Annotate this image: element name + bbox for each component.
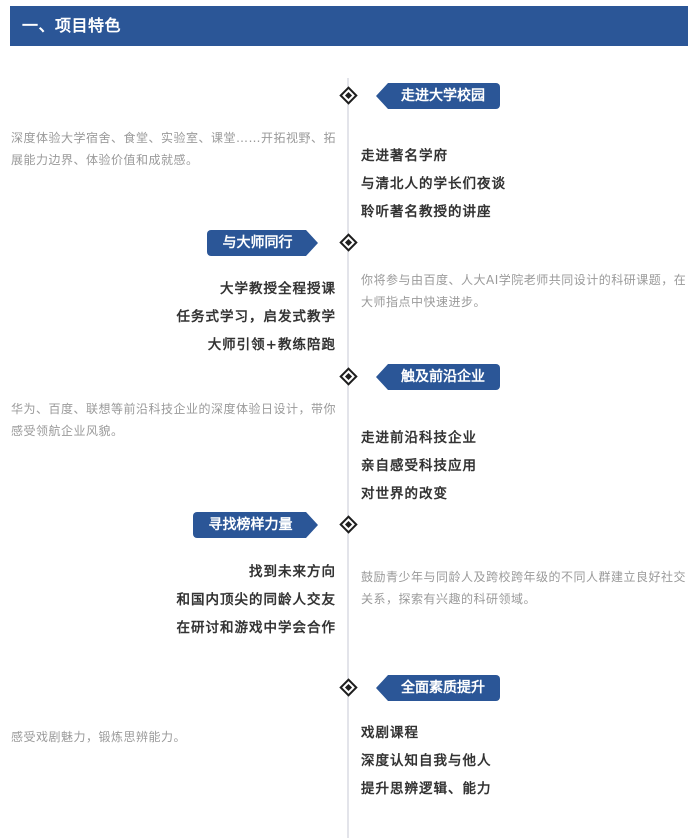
- feature-point: 提升思辨逻辑、能力: [361, 781, 492, 797]
- feature-point: 任务式学习，启发式教学: [176, 309, 336, 325]
- timeline-diamond-icon: [339, 86, 358, 105]
- section-header: 一、项目特色: [10, 6, 688, 46]
- feature-description: 感受戏剧魅力，锻炼思辨能力。: [11, 730, 187, 744]
- feature-points: 大学教授全程授课 任务式学习，启发式教学 大师引领+教练陪跑: [100, 275, 336, 359]
- feature-tag-label: 寻找榜样力量: [208, 517, 293, 533]
- timeline-diamond-icon: [339, 678, 358, 697]
- feature-point: 对世界的改变: [361, 486, 448, 502]
- feature-description: 你将参与由百度、人大AI学院老师共同设计的科研课题，在大师指点中快速进步。: [361, 273, 687, 309]
- feature-description: 鼓励青少年与同龄人及跨校跨年级的不同人群建立良好社交关系，探索有兴趣的科研领域。: [361, 570, 687, 606]
- feature-tag-label: 触及前沿企业: [401, 369, 485, 385]
- feature-points: 走进著名学府 与清北人的学长们夜谈 聆听著名教授的讲座: [361, 142, 506, 226]
- feature-point: 找到未来方向: [249, 564, 336, 580]
- timeline-diamond-icon: [339, 233, 358, 252]
- feature-tag-label: 全面素质提升: [401, 680, 485, 696]
- feature-point: 聆听著名教授的讲座: [361, 204, 492, 220]
- feature-point: 戏剧课程: [361, 725, 419, 741]
- feature-point: 大师引领+教练陪跑: [207, 337, 336, 353]
- feature-point: 走进著名学府: [361, 148, 448, 164]
- timeline-diamond-icon: [339, 367, 358, 386]
- feature-tag-campus: 走进大学校园: [376, 83, 500, 109]
- feature-tag-enterprise: 触及前沿企业: [376, 364, 500, 390]
- feature-point: 走进前沿科技企业: [361, 430, 477, 446]
- timeline-line: [347, 78, 349, 838]
- feature-points: 走进前沿科技企业 亲自感受科技应用 对世界的改变: [361, 424, 477, 508]
- feature-tag-role-models: 寻找榜样力量: [193, 512, 318, 538]
- feature-point: 在研讨和游戏中学会合作: [176, 620, 336, 636]
- feature-points: 找到未来方向 和国内顶尖的同龄人交友 在研讨和游戏中学会合作: [100, 558, 336, 642]
- timeline-diamond-icon: [339, 515, 358, 534]
- feature-point: 大学教授全程授课: [220, 281, 336, 297]
- feature-point: 与清北人的学长们夜谈: [361, 176, 506, 192]
- feature-point: 深度认知自我与他人: [361, 753, 492, 769]
- feature-point: 和国内顶尖的同龄人交友: [176, 592, 336, 608]
- feature-points: 戏剧课程 深度认知自我与他人 提升思辨逻辑、能力: [361, 719, 492, 803]
- feature-tag-quality: 全面素质提升: [376, 675, 500, 701]
- feature-tag-masters: 与大师同行: [207, 230, 318, 256]
- feature-description: 深度体验大学宿舍、食堂、实验室、课堂……开拓视野、拓展能力边界、体验价值和成就感…: [11, 131, 337, 167]
- feature-tag-label: 与大师同行: [222, 235, 293, 251]
- feature-description: 华为、百度、联想等前沿科技企业的深度体验日设计，带你感受领航企业风貌。: [11, 402, 337, 438]
- feature-point: 亲自感受科技应用: [361, 458, 477, 474]
- section-header-title: 一、项目特色: [22, 16, 122, 35]
- feature-tag-label: 走进大学校园: [401, 88, 485, 104]
